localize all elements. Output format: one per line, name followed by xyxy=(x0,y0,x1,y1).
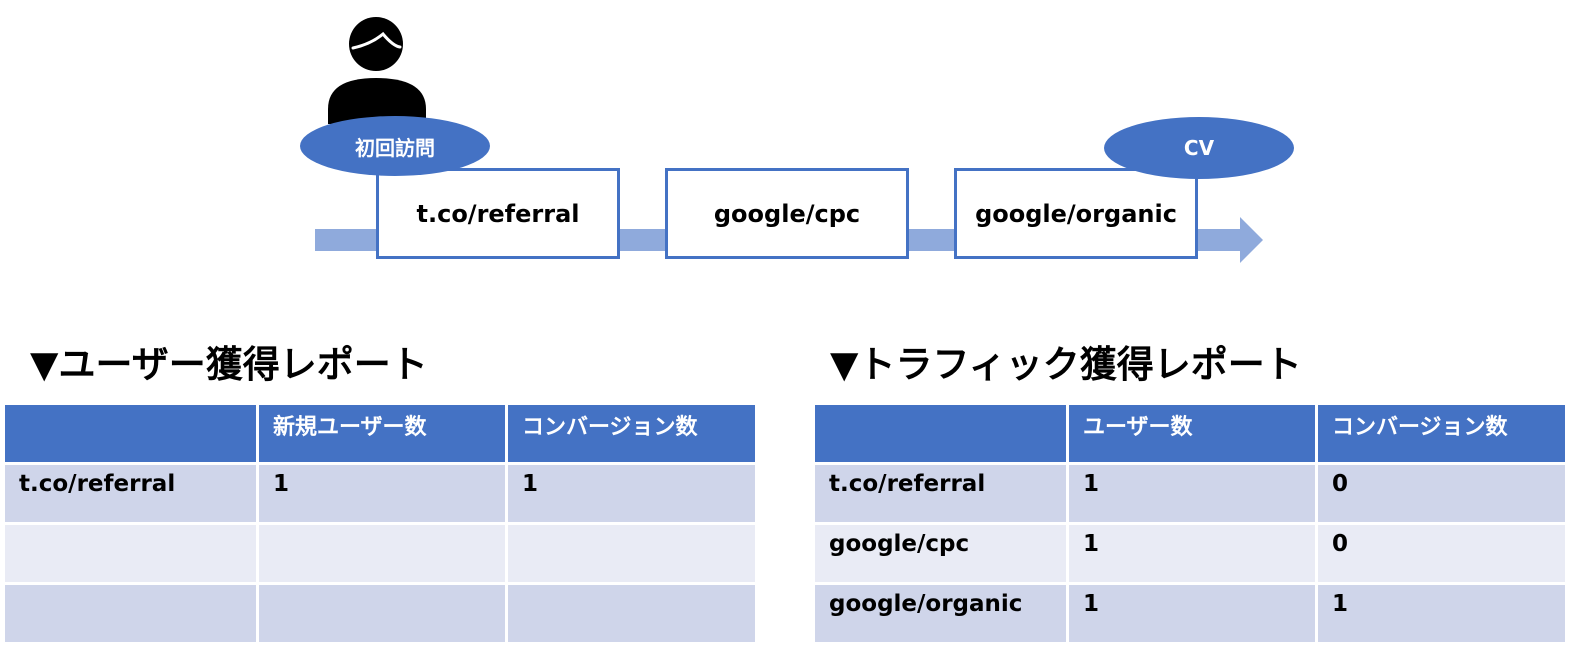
first-visit-badge: 初回訪問 xyxy=(300,116,490,176)
table-cell: 1 xyxy=(1066,462,1318,525)
table-cell: t.co/referral xyxy=(812,462,1069,525)
table-cell: 1 xyxy=(1315,582,1568,645)
cv-label: CV xyxy=(1183,136,1215,160)
step-label: t.co/referral xyxy=(416,199,580,228)
table-row: google/organic 1 1 xyxy=(812,582,1568,645)
table-cell: 1 xyxy=(1066,522,1318,585)
traffic-report-table: ユーザー数 コンバージョン数 t.co/referral 1 0 google/… xyxy=(812,402,1568,645)
first-visit-label: 初回訪問 xyxy=(355,135,435,160)
table-row xyxy=(2,582,758,645)
step-label: google/organic xyxy=(975,199,1177,228)
table-cell xyxy=(505,582,758,645)
step-box-referral: t.co/referral xyxy=(376,168,620,259)
header-cell xyxy=(2,402,259,465)
table-header-row: 新規ユーザー数 コンバージョン数 xyxy=(2,402,758,465)
table-cell: t.co/referral xyxy=(2,462,259,525)
table-row: t.co/referral 1 0 xyxy=(812,462,1568,525)
header-cell: 新規ユーザー数 xyxy=(256,402,508,465)
table-row: t.co/referral 1 1 xyxy=(2,462,758,525)
cv-badge: CV xyxy=(1104,117,1294,179)
step-box-cpc: google/cpc xyxy=(665,168,909,259)
step-label: google/cpc xyxy=(713,199,861,228)
table-cell xyxy=(256,582,508,645)
header-cell: ユーザー数 xyxy=(1066,402,1318,465)
table-cell: 0 xyxy=(1315,522,1568,585)
header-cell xyxy=(812,402,1069,465)
table-cell: google/organic xyxy=(812,582,1069,645)
table-cell xyxy=(2,582,259,645)
table-cell: google/cpc xyxy=(812,522,1069,585)
table-cell: 0 xyxy=(1315,462,1568,525)
step-box-organic: google/organic xyxy=(954,168,1198,259)
table-cell xyxy=(256,522,508,585)
table-cell: 1 xyxy=(256,462,508,525)
table-cell: 1 xyxy=(1066,582,1318,645)
traffic-report-title: ▼トラフィック獲得レポート xyxy=(830,343,1302,386)
table-cell xyxy=(2,522,259,585)
table-cell xyxy=(505,522,758,585)
table-row: google/cpc 1 0 xyxy=(812,522,1568,585)
table-cell: 1 xyxy=(505,462,758,525)
user-icon xyxy=(328,17,426,124)
header-cell: コンバージョン数 xyxy=(1315,402,1568,465)
header-cell: コンバージョン数 xyxy=(505,402,758,465)
user-report-title: ▼ユーザー獲得レポート xyxy=(30,343,428,386)
table-row xyxy=(2,522,758,585)
table-header-row: ユーザー数 コンバージョン数 xyxy=(812,402,1568,465)
arrow-head-icon xyxy=(1240,217,1263,263)
user-report-table: 新規ユーザー数 コンバージョン数 t.co/referral 1 1 xyxy=(2,402,758,645)
